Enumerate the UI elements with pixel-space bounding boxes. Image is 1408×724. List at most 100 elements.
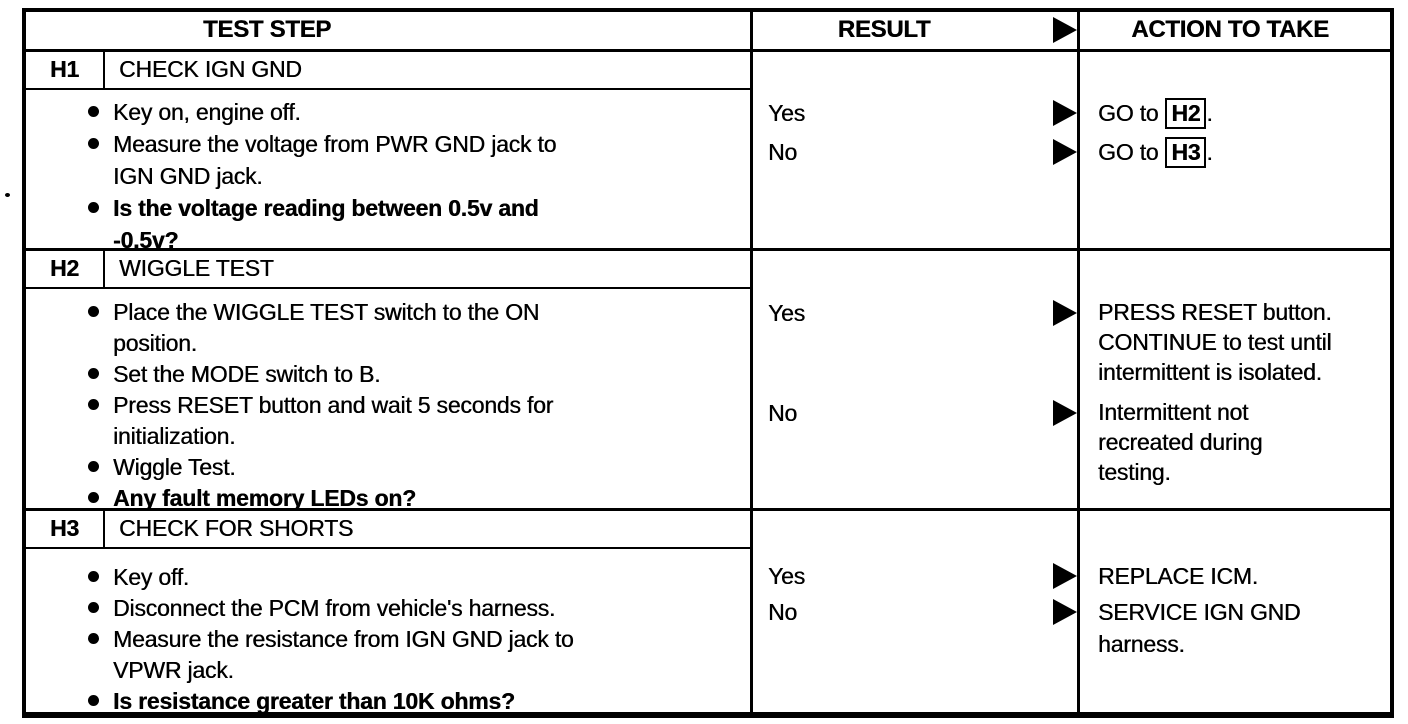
step-header-row-h1: H1 CHECK IGN GND	[26, 52, 750, 90]
step-instructions-h1: Key on, engine off. Measure the voltage …	[26, 96, 750, 256]
bullet-icon	[88, 368, 99, 379]
bullet-line: Place the WIGGLE TEST switch to the ON	[113, 299, 540, 325]
action-text-no: Intermittent not recreated during testin…	[1098, 397, 1262, 487]
bullet-line: Is the voltage reading between 0.5v and	[113, 195, 539, 221]
result-arrow-icon	[1053, 17, 1077, 43]
action-text: .	[1206, 100, 1213, 126]
bullet-icon	[88, 306, 99, 317]
step-title-h2: WIGGLE TEST	[119, 255, 274, 281]
bullet-item: Measure the voltage from PWR GND jack to…	[26, 128, 750, 192]
header-action-label: ACTION TO TAKE	[1131, 16, 1329, 43]
step-id-h2: H2	[26, 251, 105, 287]
result-label-no: No	[768, 139, 798, 165]
bullet-line: Measure the resistance from IGN GND jack…	[113, 626, 574, 652]
header-result: RESULT	[753, 12, 1080, 52]
bullet-line: initialization.	[113, 423, 236, 449]
action-text-line: testing.	[1098, 459, 1171, 485]
action-text-line: CONTINUE to test until	[1098, 329, 1332, 355]
result-label-yes: Yes	[768, 100, 805, 126]
result-cell-h1: Yes No	[753, 52, 1080, 251]
bullet-line: Measure the voltage from PWR GND jack to	[113, 131, 557, 157]
action-text-line: REPLACE ICM.	[1098, 563, 1258, 589]
result-label-no: No	[768, 599, 798, 625]
bullet-line: Key off.	[113, 564, 189, 590]
step-header-row-h3: H3 CHECK FOR SHORTS	[26, 511, 750, 549]
action-text-yes: PRESS RESET button. CONTINUE to test unt…	[1098, 297, 1332, 387]
result-arrow-icon	[1053, 100, 1077, 126]
bullet-item: Place the WIGGLE TEST switch to the ON p…	[26, 297, 750, 359]
action-text-line: recreated during	[1098, 429, 1263, 455]
test-step-cell-h3: H3 CHECK FOR SHORTS Key off. Disconnect …	[26, 511, 753, 717]
bullet-line: Any fault memory LEDs on?	[113, 485, 416, 511]
bullet-line: Is resistance greater than 10K ohms?	[113, 688, 515, 714]
bullet-icon	[88, 492, 99, 503]
step-title-h1: CHECK IGN GND	[119, 56, 302, 82]
bullet-icon	[88, 461, 99, 472]
action-text-line: PRESS RESET button.	[1098, 299, 1332, 325]
bullet-icon	[88, 106, 99, 117]
bullet-item: Wiggle Test.	[26, 452, 750, 483]
header-action: ACTION TO TAKE	[1080, 12, 1390, 52]
action-cell-h2: PRESS RESET button. CONTINUE to test unt…	[1080, 251, 1390, 511]
result-label-yes: Yes	[768, 563, 805, 589]
step-reference-box: H3	[1165, 137, 1207, 168]
bullet-icon	[88, 633, 99, 644]
bullet-line: -0.5v?	[113, 227, 179, 253]
bullet-item: Is the voltage reading between 0.5v and …	[26, 192, 750, 256]
bullet-item: Is resistance greater than 10K ohms?	[26, 686, 750, 717]
bullet-line: Wiggle Test.	[113, 454, 236, 480]
bullet-line: Set the MODE switch to B.	[113, 361, 381, 387]
test-step-cell-h2: H2 WIGGLE TEST Place the WIGGLE TEST swi…	[26, 251, 753, 511]
header-result-label: RESULT	[837, 16, 931, 43]
bullet-line: Press RESET button and wait 5 seconds fo…	[113, 392, 554, 418]
bullet-icon	[88, 695, 99, 706]
result-arrow-icon	[1053, 563, 1077, 589]
result-cell-h3: Yes No	[753, 511, 1080, 717]
action-text-no: SERVICE IGN GND harness.	[1098, 596, 1301, 660]
action-text-yes: REPLACE ICM.	[1098, 560, 1258, 592]
action-text-line: harness.	[1098, 631, 1185, 657]
action-text-line: Intermittent not	[1098, 399, 1249, 425]
result-label-yes: Yes	[768, 300, 805, 326]
result-arrow-icon	[1053, 599, 1077, 625]
step-header-row-h2: H2 WIGGLE TEST	[26, 251, 750, 289]
bullet-line: Key on, engine off.	[113, 99, 301, 125]
action-text: GO to	[1098, 139, 1159, 165]
bullet-icon	[88, 602, 99, 613]
bullet-icon	[88, 138, 99, 149]
step-id-h3: H3	[26, 511, 105, 547]
action-text: .	[1206, 139, 1213, 165]
step-title-h3: CHECK FOR SHORTS	[119, 515, 354, 541]
bullet-item: Measure the resistance from IGN GND jack…	[26, 624, 750, 686]
result-arrow-icon	[1053, 139, 1077, 165]
bullet-item: Key on, engine off.	[26, 96, 750, 128]
step-instructions-h2: Place the WIGGLE TEST switch to the ON p…	[26, 297, 750, 514]
bullet-item: Any fault memory LEDs on?	[26, 483, 750, 514]
test-step-cell-h1: H1 CHECK IGN GND Key on, engine off. Mea…	[26, 52, 753, 253]
pinpoint-test-table: TEST STEP RESULT ACTION TO TAKE H1 CHECK…	[22, 8, 1394, 718]
bullet-icon	[88, 202, 99, 213]
header-test-step: TEST STEP	[26, 12, 753, 52]
bullet-item: Key off.	[26, 562, 750, 593]
bullet-icon	[88, 571, 99, 582]
result-cell-h2: Yes No	[753, 251, 1080, 511]
bullet-line: VPWR jack.	[113, 657, 234, 683]
result-arrow-icon	[1053, 300, 1077, 326]
action-text-line: SERVICE IGN GND	[1098, 599, 1301, 625]
bullet-item: Press RESET button and wait 5 seconds fo…	[26, 390, 750, 452]
bullet-item: Set the MODE switch to B.	[26, 359, 750, 390]
scan-artifact-dot	[5, 193, 10, 197]
result-arrow-icon	[1053, 400, 1077, 426]
bullet-line: IGN GND jack.	[113, 163, 263, 189]
action-text-line: intermittent is isolated.	[1098, 359, 1322, 385]
step-instructions-h3: Key off. Disconnect the PCM from vehicle…	[26, 562, 750, 717]
action-cell-h3: REPLACE ICM. SERVICE IGN GND harness.	[1080, 511, 1390, 717]
bullet-item: Disconnect the PCM from vehicle's harnes…	[26, 593, 750, 624]
action-text: GO to	[1098, 100, 1159, 126]
result-label-no: No	[768, 400, 798, 426]
bullet-line: position.	[113, 330, 197, 356]
